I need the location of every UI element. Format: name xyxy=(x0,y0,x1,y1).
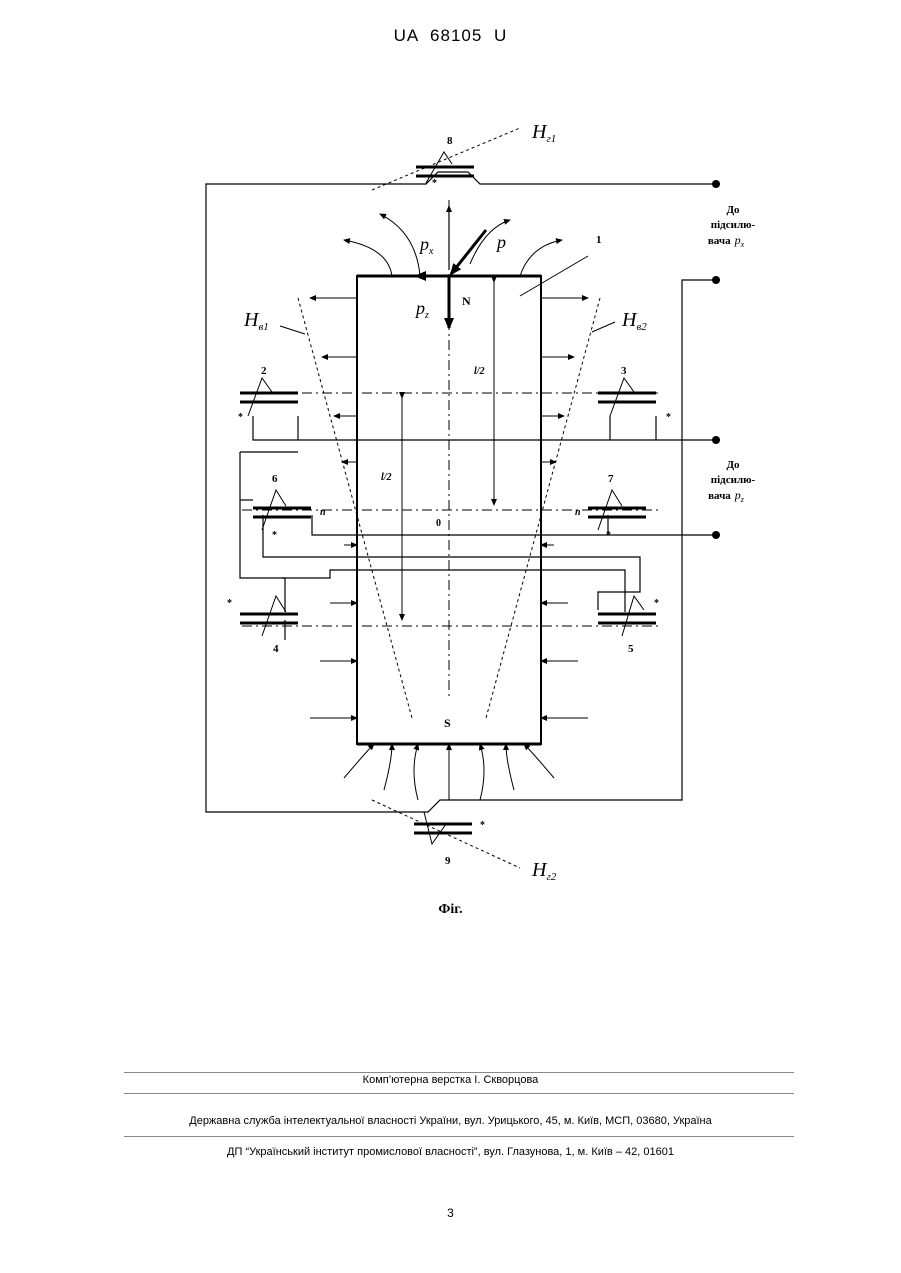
label-p: p xyxy=(495,232,506,252)
footer-institute: ДП “Український інститут промислової вла… xyxy=(0,1146,901,1158)
footer-divider xyxy=(124,1136,794,1137)
sensor-5 xyxy=(598,596,656,636)
label-l2-left: l/2 xyxy=(381,472,392,483)
label-3: 3 xyxy=(621,365,627,377)
footer-divider xyxy=(124,1072,794,1073)
label-pz: pz xyxy=(414,298,429,321)
sensor-4 xyxy=(240,596,298,636)
label-8: 8 xyxy=(447,135,453,147)
footer-divider xyxy=(124,1093,794,1094)
svg-text:вачаpx: вачаpx xyxy=(708,233,745,249)
sensor-3 xyxy=(598,378,656,416)
label-l2-right: l/2 xyxy=(474,366,485,377)
page-number: 3 xyxy=(0,1206,901,1220)
force-vectors xyxy=(416,206,510,328)
star-5: * xyxy=(654,598,659,609)
label-n-left: n xyxy=(320,507,326,518)
star-7: * xyxy=(606,530,611,541)
label-hg1: Hг1 xyxy=(531,121,556,145)
star-3: * xyxy=(666,412,671,423)
amp-x-note: До підсилю- вачаpx xyxy=(708,204,756,249)
footer-agency: Державна служба інтелектуальної власност… xyxy=(0,1115,901,1127)
label-4: 4 xyxy=(273,643,279,655)
label-6: 6 xyxy=(272,473,278,485)
svg-text:підсилю-: підсилю- xyxy=(711,474,756,486)
label-hv1: Hв1 xyxy=(243,309,269,333)
svg-text:вачаpz: вачаpz xyxy=(708,488,745,504)
star-4: * xyxy=(227,598,232,609)
star-6: * xyxy=(272,530,277,541)
label-px: px xyxy=(418,234,434,257)
label-n-right: n xyxy=(575,507,581,518)
svg-text:підсилю-: підсилю- xyxy=(711,219,756,231)
sensor-2 xyxy=(240,378,298,416)
label-2: 2 xyxy=(261,365,267,377)
label-9: 9 xyxy=(445,855,451,867)
label-hg2: Hг2 xyxy=(531,859,557,883)
label-7: 7 xyxy=(608,473,614,485)
label-1: 1 xyxy=(596,234,602,246)
label-hv2: Hв2 xyxy=(621,309,647,333)
figure-caption: Фіг. xyxy=(0,902,901,918)
amp-z-note: До підсилю- вачаpz xyxy=(708,459,755,504)
sensors xyxy=(240,152,656,844)
star-2: * xyxy=(238,412,243,423)
wiring xyxy=(206,172,716,812)
label-S: S xyxy=(444,716,451,730)
label-N: N xyxy=(462,294,471,308)
sensor-8 xyxy=(416,152,474,183)
label-zero: 0 xyxy=(436,518,441,529)
sensor-9 xyxy=(414,812,472,844)
svg-text:До: До xyxy=(726,204,740,216)
svg-text:До: До xyxy=(726,459,740,471)
footer-typesetter: Комп’ютерна верстка І. Скворцова xyxy=(0,1074,901,1086)
label-5: 5 xyxy=(628,643,634,655)
star-9: * xyxy=(480,820,485,831)
star-8: * xyxy=(432,178,437,189)
